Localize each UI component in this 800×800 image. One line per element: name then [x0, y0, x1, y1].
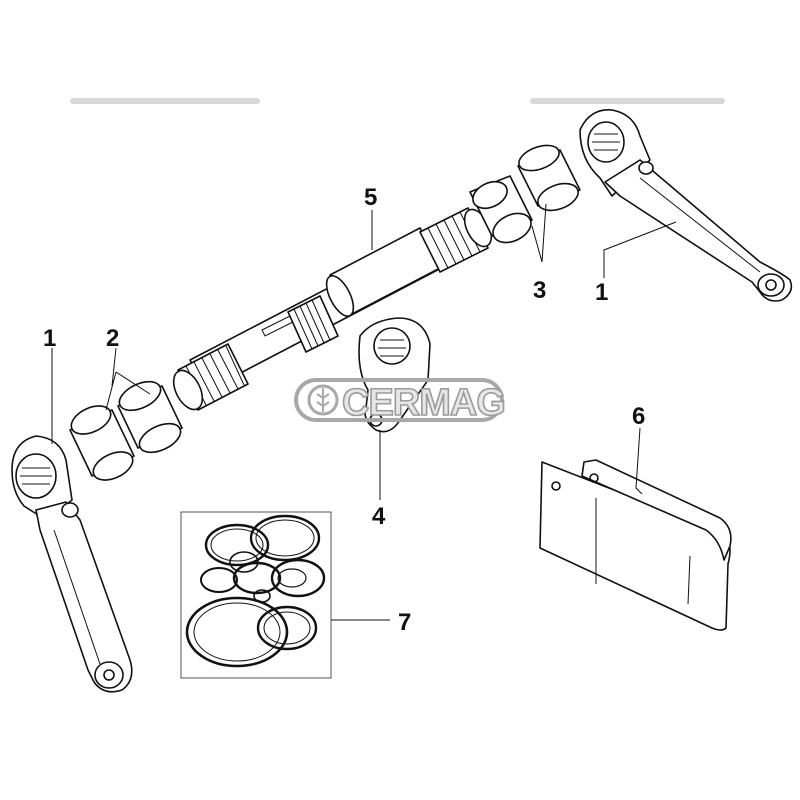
- lever-part-4: [358, 317, 431, 433]
- shaft-part-5: [172, 207, 493, 411]
- callout-part-6: 6: [632, 403, 645, 430]
- bushings-part-2: [69, 380, 183, 481]
- callout-part-7: 7: [398, 609, 411, 636]
- lift-arm-left-part-1: [11, 435, 133, 693]
- callout-part-1-left: 1: [43, 325, 56, 352]
- spline-middle: [287, 295, 339, 353]
- callouts: 5 3 1 1 2 4 6 7: [43, 184, 645, 636]
- callout-part-3: 3: [533, 277, 546, 304]
- callout-part-2: 2: [106, 325, 119, 352]
- lift-arm-right-part-1: [579, 109, 793, 302]
- bushings-part-3: [469, 144, 581, 244]
- spline-right: [419, 207, 493, 273]
- top-fade-bars: [70, 98, 725, 104]
- cermag-watermark: CERMAG: [294, 378, 507, 425]
- watermark-text: CERMAG: [342, 382, 505, 424]
- seal-kit-part-7: [180, 511, 332, 679]
- spline-left: [172, 343, 249, 411]
- callout-part-5: 5: [364, 184, 377, 211]
- clip-guard-part-6: [539, 459, 732, 631]
- leader-lines: [51, 203, 677, 621]
- callout-part-4: 4: [372, 503, 386, 530]
- callout-part-1-right: 1: [595, 279, 608, 306]
